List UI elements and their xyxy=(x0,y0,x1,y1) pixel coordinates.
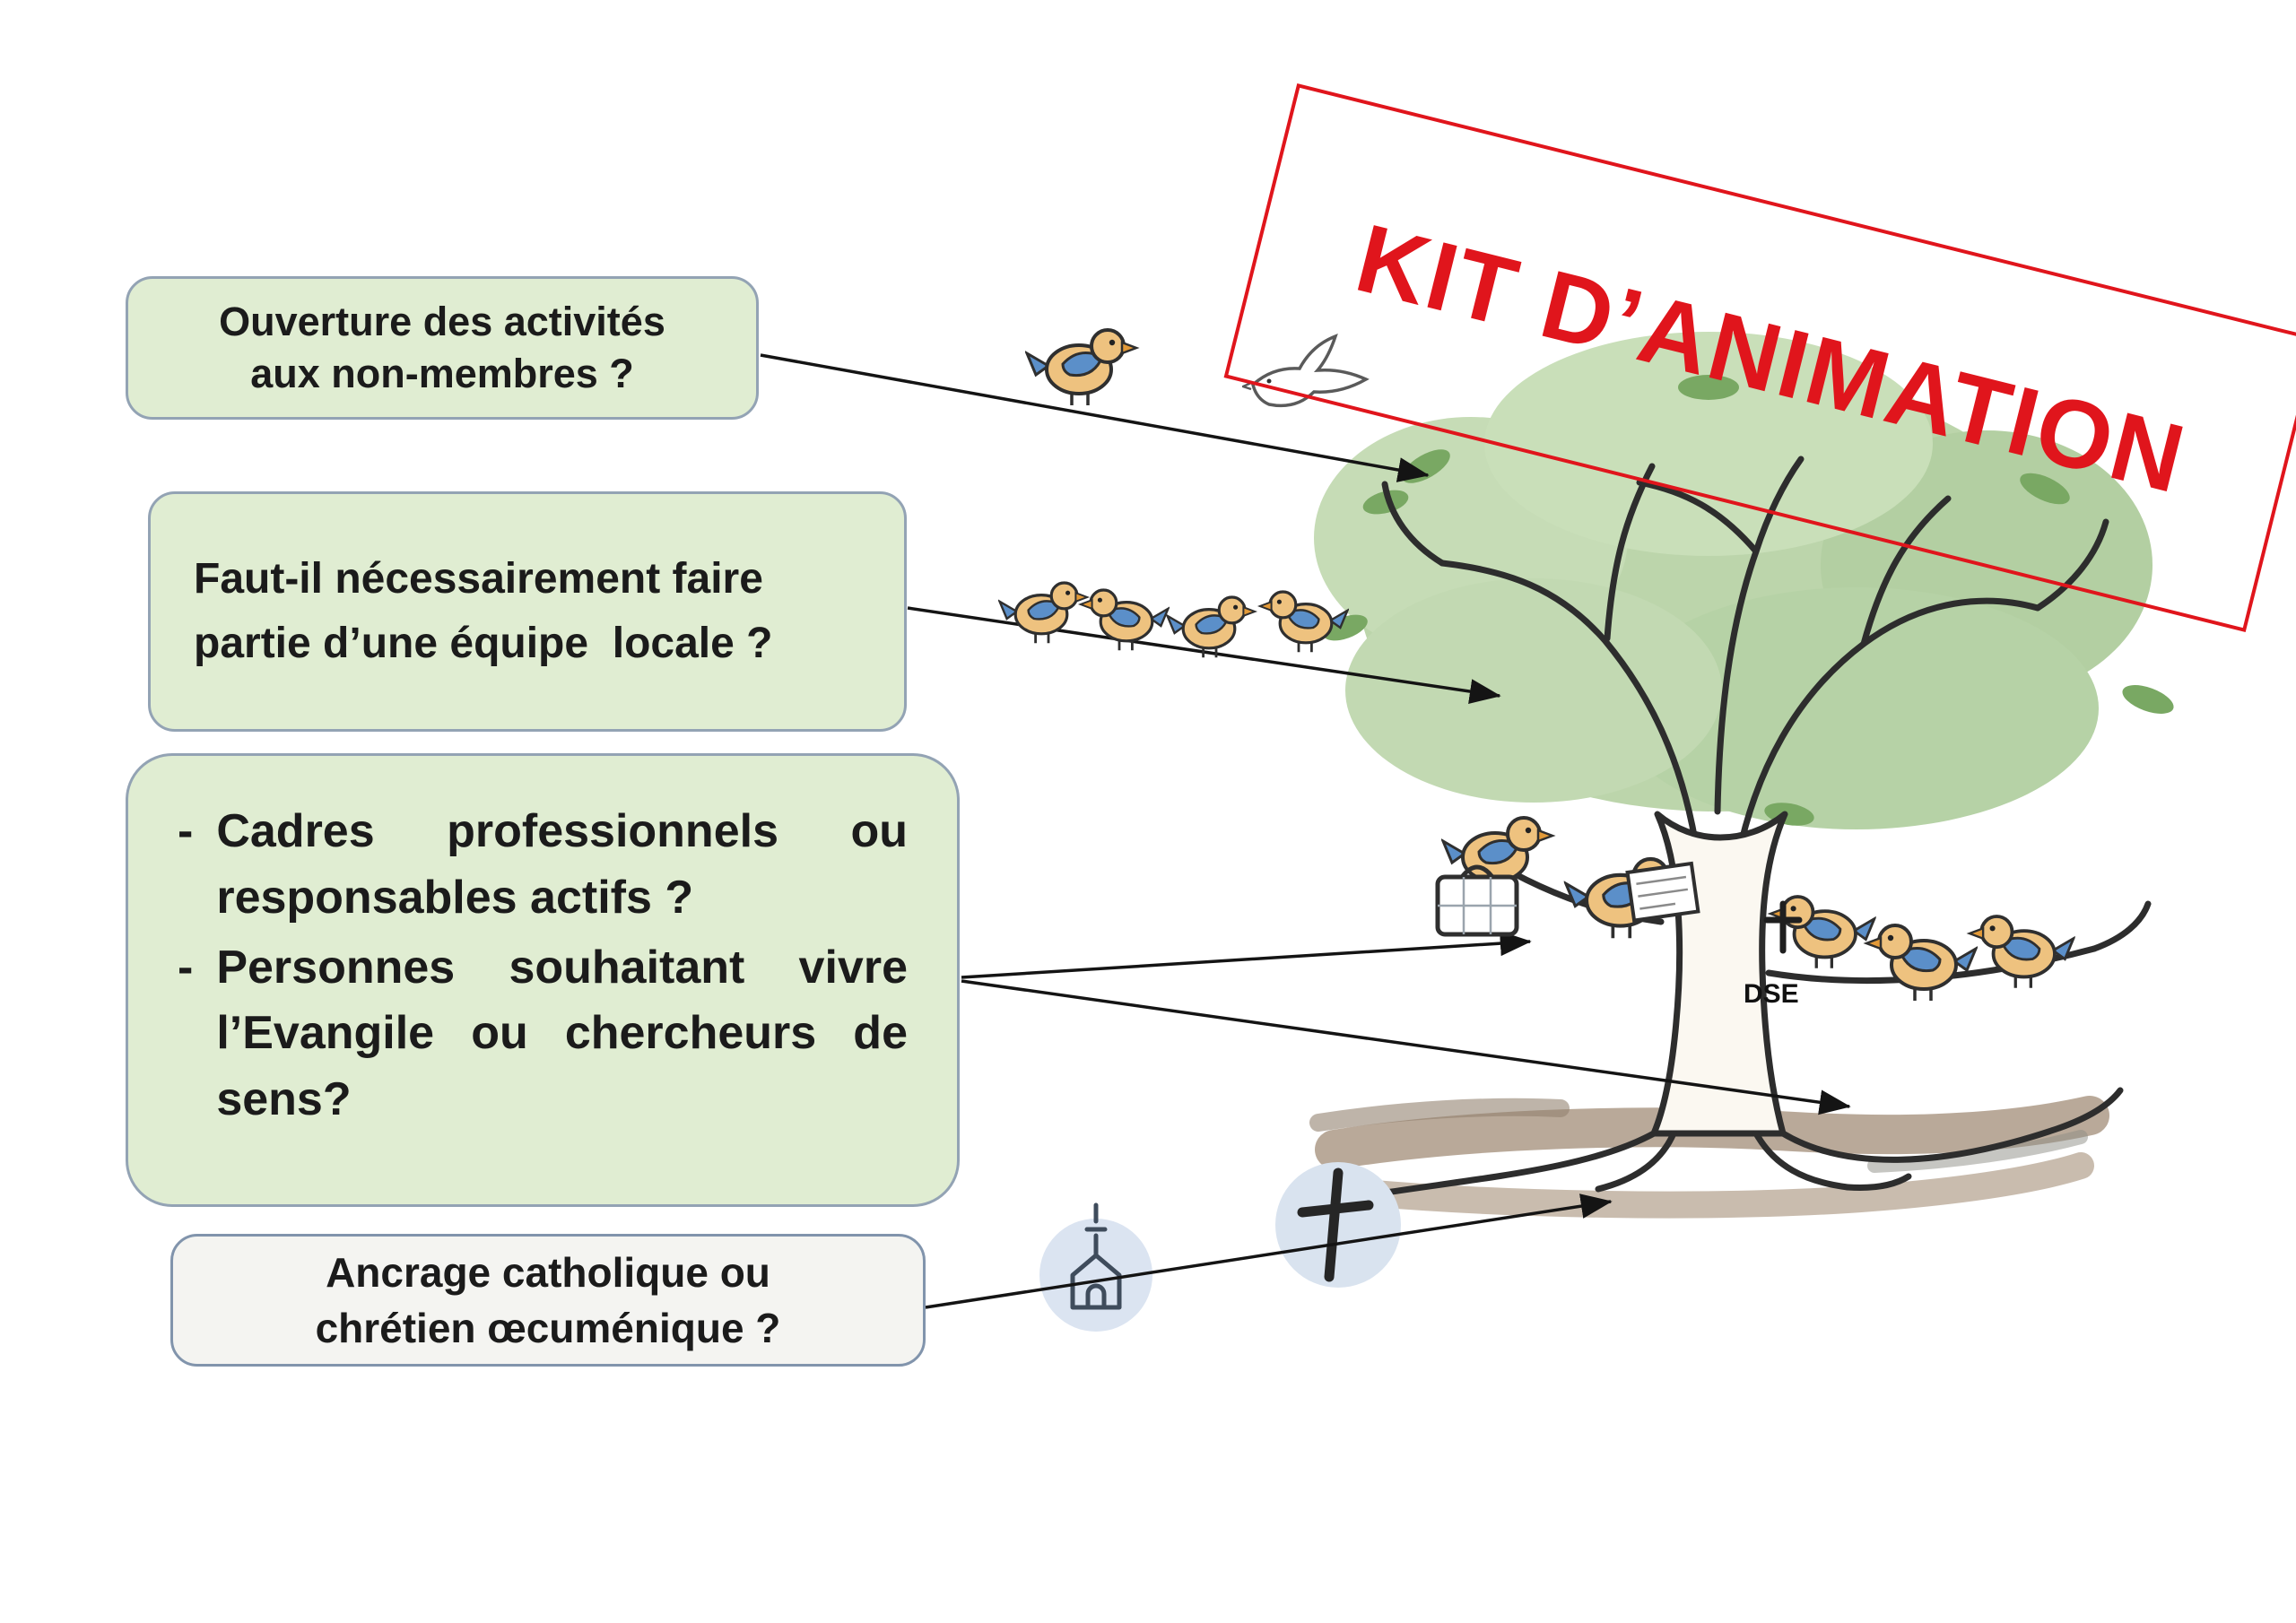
question-line: partie d’une équipe locale ? xyxy=(194,620,773,667)
bullet-marker: - xyxy=(178,805,194,857)
question-box-team: Faut-il nécessairement faire partie d’un… xyxy=(148,491,907,732)
bullet-marker: - xyxy=(178,941,194,994)
question-box-openness: Ouverture des activités aux non-membres … xyxy=(126,276,759,420)
bird-icon xyxy=(1865,924,1978,1002)
church-icon xyxy=(1039,1202,1152,1332)
question-line: Faut-il nécessairement faire xyxy=(194,555,763,603)
question-box-audience: - Cadres professionnels ou responsables … xyxy=(126,753,960,1207)
bird-icon xyxy=(1079,588,1170,652)
small-cross-icon xyxy=(1763,900,1803,954)
cross-icon xyxy=(1275,1162,1401,1288)
arrow-anchoring xyxy=(925,1193,1613,1309)
briefcase-icon xyxy=(1435,864,1519,937)
paper-icon xyxy=(1625,861,1700,923)
question-line: Ouverture des activités xyxy=(219,298,665,344)
bullet-item: - Cadres professionnels ou responsables … xyxy=(178,799,908,932)
bullet-text: Personnes souhaitant vivre l’Evangile ou… xyxy=(216,941,908,1126)
arrow-openness xyxy=(760,353,1430,482)
bird-icon xyxy=(1025,328,1138,407)
arrow-audience-2 xyxy=(961,979,1851,1115)
question-line: Ancrage catholique ou xyxy=(326,1248,770,1296)
bullet-item: - Personnes souhaitant vivre l’Evangile … xyxy=(178,935,908,1133)
bird-icon xyxy=(1968,915,2075,990)
question-line: chrétien œcuménique ? xyxy=(315,1305,781,1351)
tree-foliage xyxy=(1314,332,2174,829)
question-line: aux non-membres ? xyxy=(250,351,634,396)
arrow-audience-1 xyxy=(961,931,1532,979)
bullet-text: Cadres professionnels ou responsables ac… xyxy=(216,805,908,924)
bird-icon xyxy=(1258,590,1350,654)
question-box-anchoring: Ancrage catholique ou chrétien œcuméniqu… xyxy=(170,1234,926,1367)
dse-label: DSE xyxy=(1744,979,1799,1009)
